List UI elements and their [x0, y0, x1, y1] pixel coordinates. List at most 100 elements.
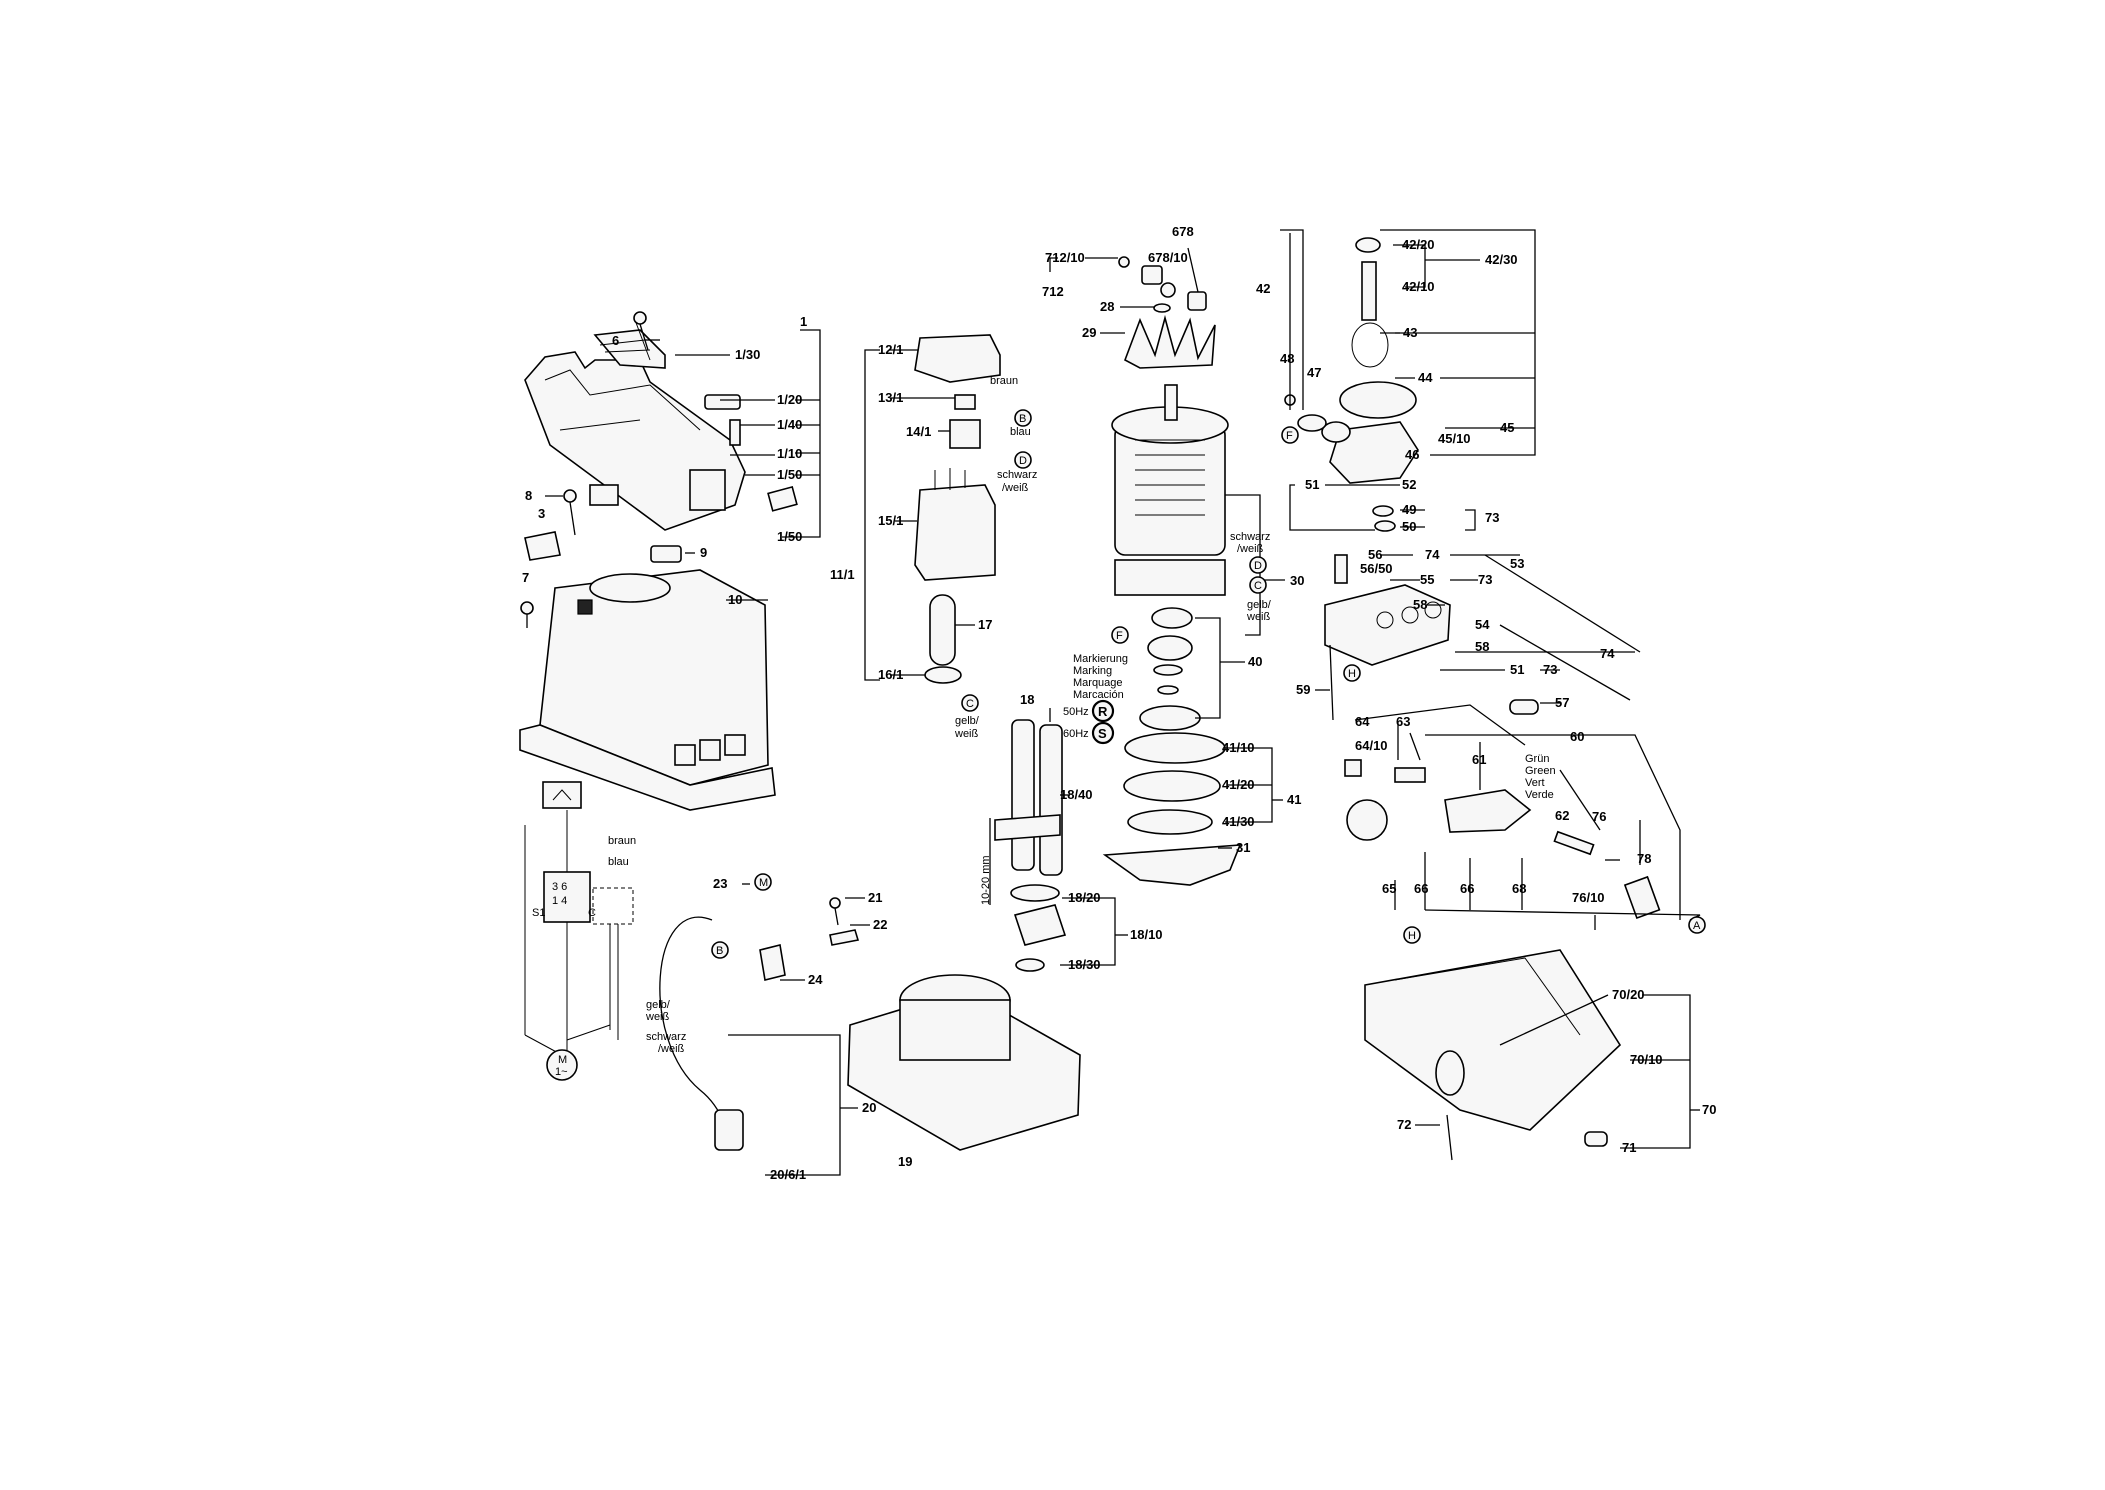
label-678-10: 678/10	[1148, 250, 1188, 265]
plug-57	[1509, 699, 1539, 715]
label-14-1: 14/1	[906, 424, 931, 439]
label-41-10: 41/10	[1222, 740, 1255, 755]
wire-gelb-wd: gelb/	[646, 999, 671, 1011]
label-15-1: 15/1	[878, 513, 903, 528]
color-vert: Vert	[1525, 777, 1545, 789]
label-52: 52	[1402, 477, 1416, 492]
marking-en: Marking	[1073, 665, 1112, 677]
label-plate-3	[524, 531, 561, 561]
label-64-10: 64/10	[1355, 738, 1388, 753]
washer-stack-41	[1123, 732, 1226, 835]
label-18-20: 18/20	[1068, 890, 1101, 905]
label-6: 6	[612, 333, 619, 348]
label-63: 63	[1396, 714, 1410, 729]
label-21: 21	[868, 890, 882, 905]
label-59: 59	[1296, 682, 1310, 697]
label-56: 56	[1368, 547, 1382, 562]
label-42-20: 42/20	[1402, 237, 1435, 252]
holder-18-10	[1013, 904, 1067, 946]
label-48: 48	[1280, 351, 1294, 366]
schematic-labels: S1 C 3 6 1 4 M 1~	[532, 881, 596, 1078]
label-712-10: 712/10	[1045, 250, 1085, 265]
label-68: 68	[1512, 881, 1526, 896]
label-1-20: 1/20	[777, 392, 802, 407]
label-49: 49	[1402, 502, 1416, 517]
label-18: 18	[1020, 692, 1034, 707]
label-712: 712	[1042, 284, 1064, 299]
handle-cover-part	[524, 319, 798, 531]
marker-b-top: B	[1019, 413, 1026, 425]
bearing-stack-40	[1139, 607, 1201, 731]
leader-lines	[545, 229, 1701, 1176]
label-678: 678	[1172, 224, 1194, 239]
clip-22	[829, 929, 860, 946]
marker-r: R	[1098, 704, 1108, 719]
label-7: 7	[522, 570, 529, 585]
label-71: 71	[1622, 1140, 1636, 1155]
label-42: 42	[1256, 281, 1270, 296]
capacitor-group	[914, 334, 1001, 684]
label-18-30: 18/30	[1068, 957, 1101, 972]
seal-18-30	[1015, 958, 1045, 972]
marker-letters: B D D C C F F H H A B M R S	[716, 413, 1701, 957]
marker-b-cable: B	[716, 945, 723, 957]
screw-6	[633, 311, 649, 351]
marking-fr: Marquage	[1073, 677, 1123, 689]
screw-8	[563, 489, 577, 536]
washer-712-10	[1118, 256, 1130, 268]
label-19: 19	[898, 1154, 912, 1169]
wire-weiss-motor2: weiß	[1246, 611, 1271, 623]
label-44: 44	[1418, 370, 1433, 385]
label-53: 53	[1510, 556, 1524, 571]
pump-head-45	[1321, 421, 1419, 484]
tray-70	[1364, 949, 1622, 1131]
label-51a: 51	[1305, 477, 1319, 492]
housing-10	[519, 569, 776, 811]
color-green: Green	[1525, 765, 1556, 777]
label-22: 22	[873, 917, 887, 932]
schematic-terminals-top: 3 6	[552, 881, 567, 893]
wire-weiss-mid: weiß	[954, 728, 979, 740]
wire-weiss-wd: weiß	[645, 1011, 670, 1023]
bearing-678	[1187, 291, 1207, 311]
schematic-c: C	[588, 907, 596, 919]
label-51b: 51	[1510, 662, 1524, 677]
label-1-40: 1/40	[777, 417, 802, 432]
wire-weiss-top: /weiß	[1002, 482, 1029, 494]
schematic-s1: S1	[532, 907, 545, 919]
label-40: 40	[1248, 654, 1262, 669]
label-1: 1	[800, 314, 807, 329]
part-number-labels: 1 1/30 1/20 1/40 1/10 1/50 1/50 6 8 3 9 …	[522, 224, 1716, 1182]
screw-7	[520, 601, 534, 628]
wire-blau-top: blau	[1010, 426, 1031, 438]
marker-c-mid: C	[966, 698, 974, 710]
label-29: 29	[1082, 325, 1096, 340]
label-31: 31	[1236, 840, 1250, 855]
label-9: 9	[700, 545, 707, 560]
label-70-20: 70/20	[1612, 987, 1645, 1002]
wire-schwarz-motor: schwarz	[1230, 531, 1270, 543]
label-11-1: 11/1	[830, 567, 855, 582]
label-65: 65	[1382, 881, 1396, 896]
regulator-60	[1344, 759, 1661, 920]
wire-gelb-motor: gelb/	[1247, 599, 1272, 611]
marking-es: Marcación	[1073, 689, 1124, 701]
label-45-10: 45/10	[1438, 431, 1471, 446]
label-10: 10	[728, 592, 742, 607]
label-43: 43	[1403, 325, 1417, 340]
spring-47	[1297, 414, 1327, 432]
manifold-74	[1324, 584, 1451, 666]
plug-20-6-1	[714, 1109, 744, 1151]
label-1-50a: 1/50	[777, 467, 802, 482]
label-74b: 74	[1600, 646, 1615, 661]
marker-f-motor: F	[1116, 630, 1123, 642]
label-76-10: 76/10	[1572, 890, 1605, 905]
label-24: 24	[808, 972, 823, 987]
label-13-1: 13/1	[878, 390, 903, 405]
label-70: 70	[1702, 1102, 1716, 1117]
label-78: 78	[1637, 851, 1651, 866]
screw-72	[1446, 1114, 1453, 1161]
label-58b: 58	[1475, 639, 1489, 654]
marker-d-top: D	[1019, 455, 1027, 467]
